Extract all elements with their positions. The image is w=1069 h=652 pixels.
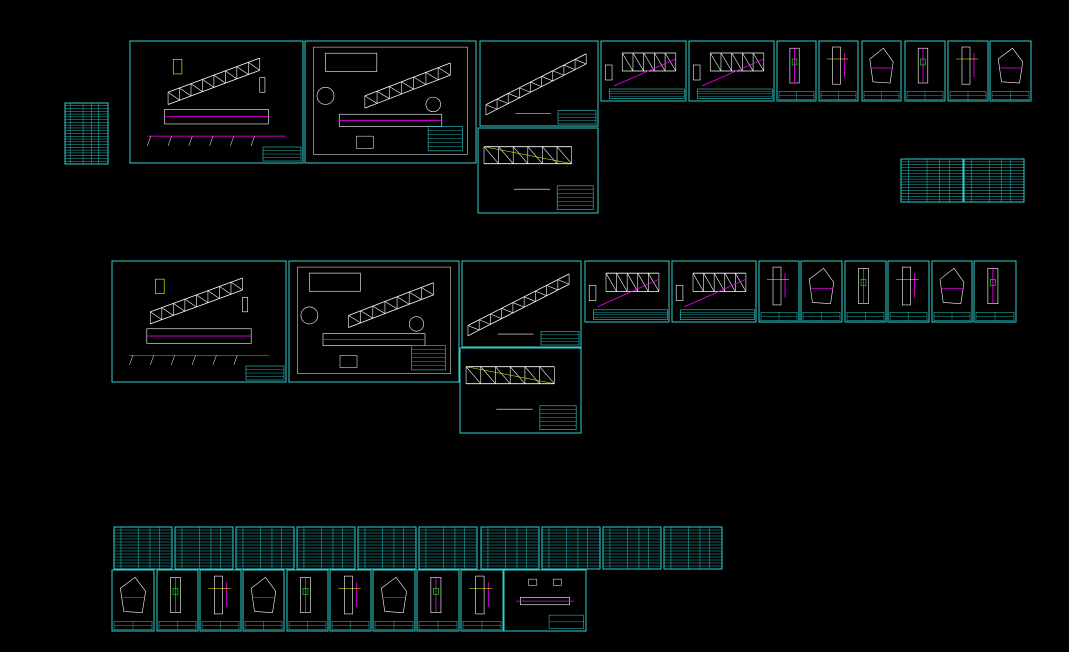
detail-sheet[interactable] — [887, 260, 930, 323]
detail-sheet[interactable] — [904, 40, 946, 102]
table-sheet[interactable] — [663, 526, 723, 570]
detail-sheet[interactable] — [931, 260, 973, 323]
table-sheet[interactable] — [602, 526, 662, 570]
table-sheet[interactable] — [541, 526, 601, 570]
part-sheet[interactable] — [286, 569, 329, 632]
part-sheet[interactable] — [242, 569, 285, 632]
drawing-sheet[interactable] — [459, 347, 582, 434]
parts-list-table[interactable] — [64, 102, 109, 165]
detail-sheet[interactable] — [776, 40, 817, 102]
part-sheet[interactable] — [416, 569, 460, 632]
detail-sheet[interactable] — [671, 260, 757, 323]
detail-sheet[interactable] — [947, 40, 989, 102]
drawing-sheet[interactable] — [479, 40, 599, 127]
table-sheet[interactable] — [113, 526, 173, 570]
table-sheet[interactable] — [418, 526, 478, 570]
part-sheet[interactable] — [156, 569, 199, 632]
part-sheet[interactable] — [460, 569, 504, 632]
detail-sheet[interactable] — [861, 40, 902, 102]
table-sheet[interactable] — [235, 526, 295, 570]
detail-sheet[interactable] — [973, 260, 1017, 323]
detail-sheet[interactable] — [758, 260, 800, 323]
detail-sheet[interactable] — [989, 40, 1032, 102]
drawing-sheet[interactable] — [461, 260, 582, 348]
detail-sheet[interactable] — [688, 40, 775, 102]
table-sheet[interactable] — [296, 526, 356, 570]
part-sheet[interactable] — [199, 569, 242, 632]
detail-sheet[interactable] — [818, 40, 859, 102]
part-sheet[interactable] — [372, 569, 416, 632]
drawing-sheet[interactable] — [129, 40, 304, 164]
drawing-sheet[interactable] — [304, 40, 477, 164]
material-table[interactable] — [900, 158, 964, 203]
table-sheet[interactable] — [480, 526, 540, 570]
table-sheet[interactable] — [357, 526, 417, 570]
drawing-sheet[interactable] — [288, 260, 460, 383]
detail-sheet[interactable] — [584, 260, 670, 323]
drawing-sheet[interactable] — [477, 127, 599, 214]
table-sheet[interactable] — [174, 526, 234, 570]
part-sheet[interactable] — [329, 569, 372, 632]
detail-sheet[interactable] — [600, 40, 687, 102]
material-table[interactable] — [963, 158, 1025, 203]
part-sheet[interactable] — [111, 569, 155, 632]
detail-sheet[interactable] — [844, 260, 887, 323]
detail-sheet[interactable] — [800, 260, 843, 323]
part-sheet[interactable] — [503, 569, 587, 632]
drawing-sheet[interactable] — [111, 260, 287, 383]
